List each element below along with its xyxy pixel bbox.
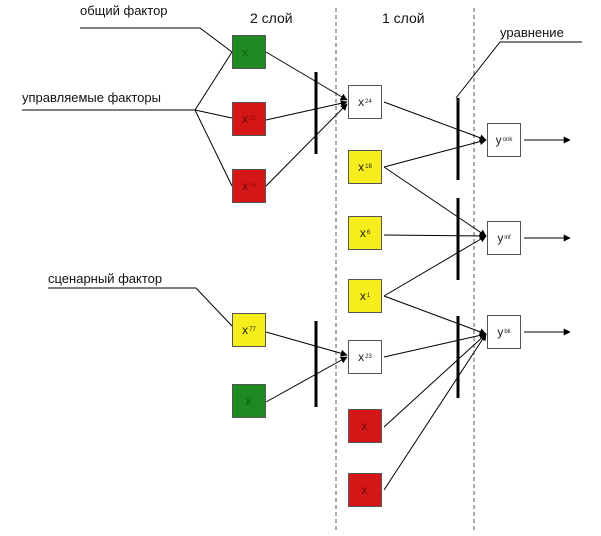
edge-arrow xyxy=(383,331,487,358)
edge-arrow xyxy=(265,99,348,121)
edge-arrow xyxy=(383,295,487,336)
edge-arrow xyxy=(383,101,487,142)
factor-node-red-2: x xyxy=(348,473,382,507)
edge-arrow xyxy=(383,232,487,240)
edge-arrow xyxy=(265,51,348,101)
controlled-pointer-bottom xyxy=(194,109,233,187)
layer2-header: 2 слой xyxy=(250,10,293,26)
scenario-label-pointer xyxy=(48,287,233,327)
factor-node-red-1: x xyxy=(348,409,382,443)
controlled-label-pointer xyxy=(22,109,233,119)
edge-arrow xyxy=(383,333,487,491)
edge-arrow xyxy=(383,333,487,428)
controlled-pointer-top xyxy=(194,51,233,111)
common-factor-label: общий фактор xyxy=(80,3,168,18)
controlled-factors-label: управляемые факторы xyxy=(22,90,161,105)
equation-label-pointer xyxy=(455,41,582,99)
edge-arrow xyxy=(383,235,487,297)
edge-arrow xyxy=(265,356,348,403)
scenario-factor-label: сценарный фактор xyxy=(48,271,163,286)
factor-node-green-bottom: x xyxy=(232,384,266,418)
edge-arrow xyxy=(383,138,487,168)
edge-arrow xyxy=(265,331,348,357)
edge-arrow xyxy=(383,166,487,237)
common-label-pointer xyxy=(80,27,233,53)
layer1-header: 1 слой xyxy=(382,10,425,26)
equation-label: уравнение xyxy=(500,25,564,40)
edge-arrow xyxy=(265,103,348,187)
